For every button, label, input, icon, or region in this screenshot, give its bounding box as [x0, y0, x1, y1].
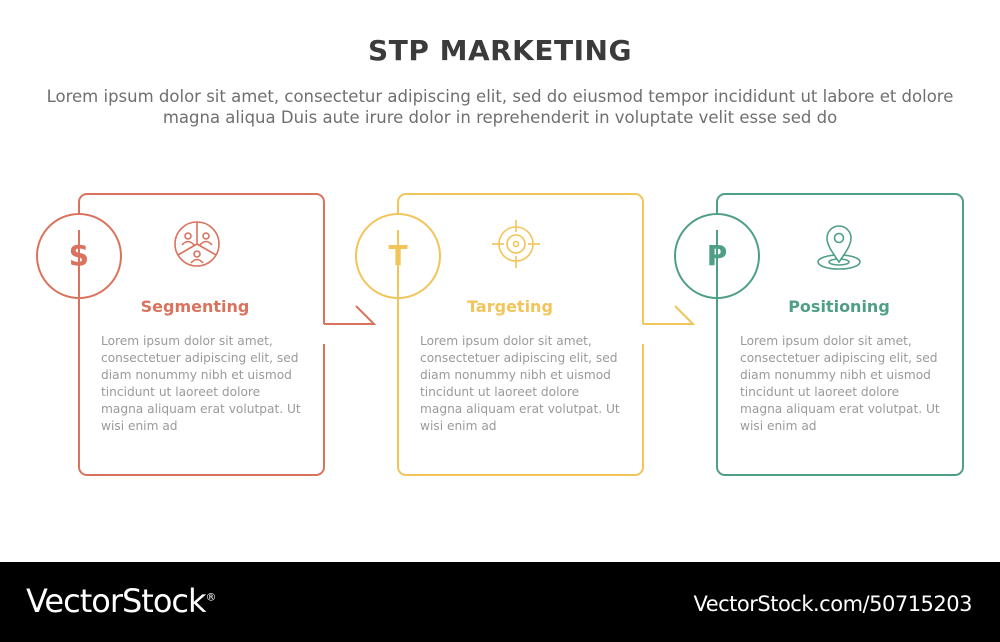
segmenting-body: Lorem ipsum dolor sit amet, consectetuer… [101, 334, 301, 433]
registered-mark: ® [205, 590, 217, 604]
segmentation-people-icon [174, 221, 220, 267]
positioning-card-frame [674, 193, 964, 476]
targeting-title: Targeting [467, 297, 553, 316]
watermark-bar: VectorStock® VectorStock.com/50715203 [0, 562, 1000, 642]
segmenting-letter: S [68, 239, 90, 272]
positioning-body: Lorem ipsum dolor sit amet, consectetuer… [740, 334, 940, 433]
positioning-letter: P [706, 239, 728, 272]
page-title: STP MARKETING [368, 34, 632, 67]
vectorstock-logo-text: VectorStock [26, 582, 207, 620]
vectorstock-logo: VectorStock® [26, 582, 217, 620]
map-pin-icon [817, 225, 861, 270]
crosshair-target-icon [492, 220, 540, 268]
targeting-body: Lorem ipsum dolor sit amet, consectetuer… [420, 334, 620, 433]
stp-diagram [36, 193, 964, 476]
image-id: VectorStock.com/50715203 [693, 592, 972, 616]
segmenting-title: Segmenting [140, 297, 250, 316]
page-subtitle: Lorem ipsum dolor sit amet, consectetur … [46, 87, 954, 127]
segmenting-card-frame [36, 193, 377, 476]
positioning-title: Positioning [788, 297, 890, 316]
targeting-letter: T [388, 239, 408, 272]
targeting-card-frame [355, 193, 696, 476]
